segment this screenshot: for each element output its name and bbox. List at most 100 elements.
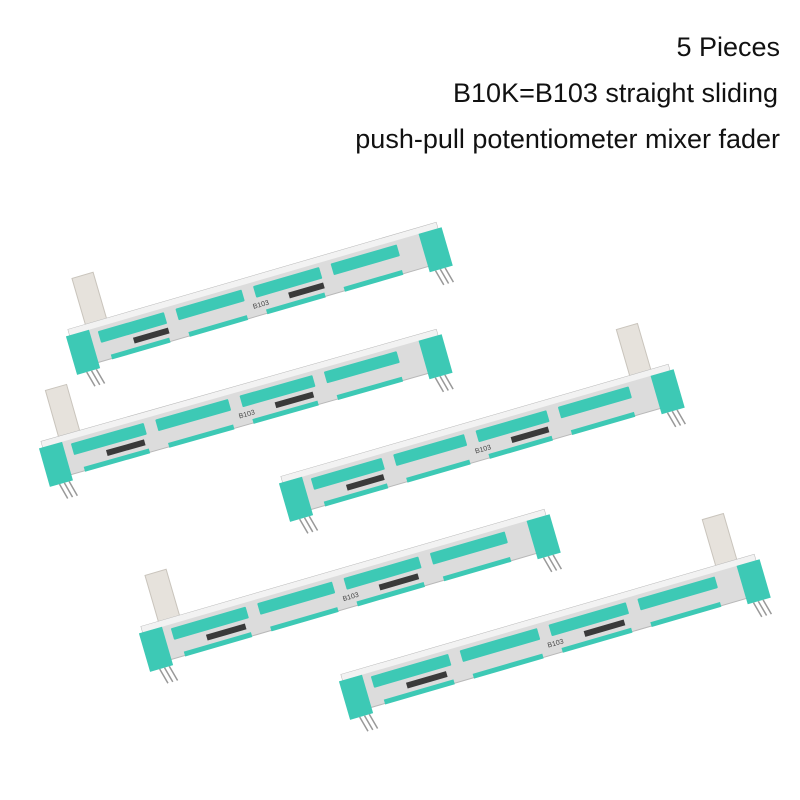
fader-teal-segment	[71, 423, 147, 455]
fader-pin	[552, 554, 563, 570]
fader-pin	[542, 557, 553, 573]
fader-pin	[671, 410, 682, 426]
fader-end-cap	[65, 329, 101, 375]
fader-lever	[44, 383, 81, 440]
fader-teal-strip	[442, 556, 512, 582]
fader-slot	[205, 623, 247, 641]
fader-top-rail	[141, 509, 546, 633]
fader-teal-strip	[336, 376, 404, 400]
fader-end-cap	[418, 334, 453, 380]
fader-pin	[359, 716, 369, 732]
fader-teal-segment	[558, 386, 632, 419]
fader: B103	[338, 512, 773, 732]
fader-teal-segment	[239, 375, 316, 408]
fader-slot	[510, 426, 550, 443]
fader-top-rail	[281, 364, 670, 483]
fader-teal-segment	[393, 434, 468, 466]
fader-pin	[547, 555, 558, 571]
fader-teal-strip	[472, 653, 544, 679]
fader-pin	[90, 370, 101, 386]
fader-teal-segment	[324, 351, 400, 384]
fader-marking: B103	[474, 444, 492, 455]
fader-teal-segment	[257, 581, 336, 615]
fader-pin	[757, 600, 768, 616]
fader-pin	[163, 667, 174, 683]
fader-teal-segment	[311, 458, 385, 490]
fader-teal-strip	[183, 632, 253, 657]
fader-pin	[444, 267, 455, 283]
fader-slot	[105, 439, 146, 456]
fader-pin	[63, 482, 74, 498]
fader-teal-strip	[252, 400, 319, 424]
fader-pin	[95, 368, 106, 384]
fader-teal-strip	[168, 424, 235, 448]
fader-lever	[144, 568, 181, 625]
fader-teal-segment	[171, 606, 249, 640]
fader-slot	[583, 619, 626, 637]
fader-pin	[303, 517, 314, 533]
fader-teal-segment	[430, 531, 508, 565]
fader-teal-strip	[356, 582, 426, 607]
fader-pin	[299, 518, 309, 534]
fader-pin	[439, 268, 450, 284]
fader-pin	[68, 481, 78, 497]
fader-teal-strip	[110, 337, 171, 360]
fader: B103	[278, 322, 686, 534]
fader-slot	[274, 391, 315, 409]
fader-lever	[615, 322, 652, 379]
fader-pin	[86, 371, 96, 387]
fader: B103	[38, 328, 454, 499]
fader-top-rail	[68, 222, 438, 336]
fader-slot	[378, 573, 420, 591]
fader-teal-segment	[175, 289, 245, 321]
fader-slot	[132, 327, 170, 344]
fader-pin	[434, 270, 445, 286]
fader-end-cap	[736, 559, 771, 605]
fader-pin	[444, 374, 454, 390]
fader-teal-strip	[570, 411, 636, 435]
fader-teal-strip	[188, 315, 249, 337]
fader-teal-segment	[155, 399, 231, 431]
fader-lever	[71, 271, 108, 328]
fader-teal-strip	[488, 435, 553, 459]
fader-teal-segment	[330, 244, 400, 275]
caption-quantity: 5 Pieces	[676, 32, 780, 62]
fader-pin	[368, 713, 379, 729]
fader-teal-segment	[637, 576, 718, 611]
fader-pin	[762, 599, 773, 615]
fader-marking: B103	[238, 409, 256, 420]
fader-teal-segment	[98, 312, 167, 343]
caption-description: push-pull potentiometer mixer fader	[355, 124, 780, 154]
fader-teal-strip	[561, 627, 633, 653]
fader-teal-strip	[270, 607, 339, 632]
fader-pin	[752, 602, 763, 618]
fader-slot	[288, 282, 325, 299]
fader-teal-segment	[371, 654, 452, 688]
caption-resistance: B10K=B103 straight sliding	[453, 78, 778, 108]
fader-top-rail	[341, 554, 756, 681]
fader-marking: B103	[252, 300, 270, 311]
fader-lever	[701, 512, 738, 569]
fader: B103	[138, 508, 563, 684]
fader-top-rail	[41, 329, 438, 448]
fader-teal-segment	[253, 267, 323, 298]
fader-end-cap	[650, 369, 685, 415]
fader-pin	[308, 515, 319, 531]
fader-end-cap	[418, 227, 453, 273]
fader-pin	[439, 375, 449, 391]
fader-pin	[159, 668, 169, 684]
fader-end-cap	[38, 441, 73, 487]
fader-pin	[363, 715, 374, 731]
fader-marking: B103	[547, 638, 565, 649]
fader-pin	[58, 483, 69, 499]
fader-pin	[168, 665, 179, 681]
fader-teal-strip	[406, 459, 471, 483]
fader-pin	[676, 409, 686, 425]
fader-end-cap	[278, 476, 314, 522]
fader-pin	[434, 377, 445, 393]
fader-teal-strip	[323, 483, 389, 507]
fader-teal-strip	[650, 601, 722, 627]
fader: B103	[65, 221, 455, 387]
fader-teal-strip	[383, 679, 455, 705]
